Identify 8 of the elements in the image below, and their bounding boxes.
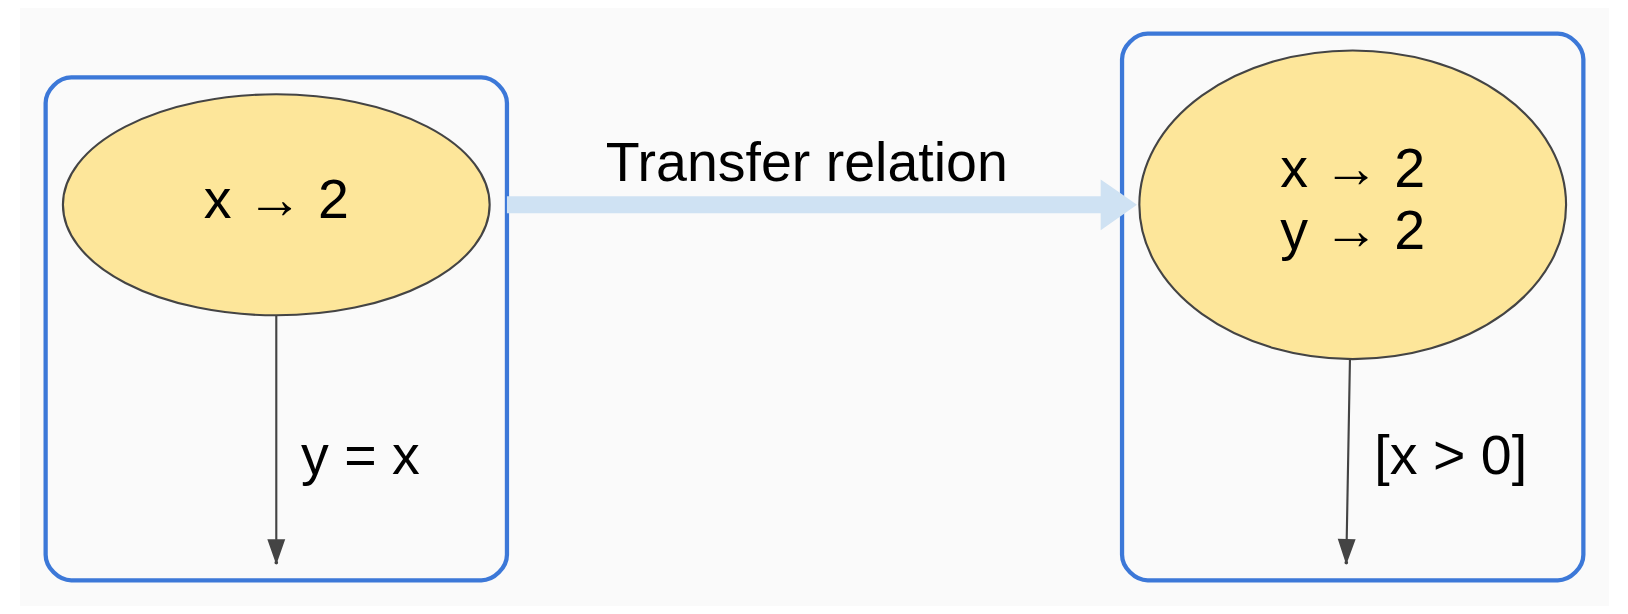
node-ellipse: x → 2 y → 2 xyxy=(1137,49,1567,361)
cluster xyxy=(1119,31,1585,583)
edge-label: y = x xyxy=(300,423,420,486)
cluster xyxy=(43,75,509,583)
arrow xyxy=(506,179,1137,231)
edge-label: Transfer relation xyxy=(605,130,1008,193)
edge-label: [x > 0] xyxy=(1373,423,1527,486)
node-ellipse: x → 2 xyxy=(61,93,491,317)
